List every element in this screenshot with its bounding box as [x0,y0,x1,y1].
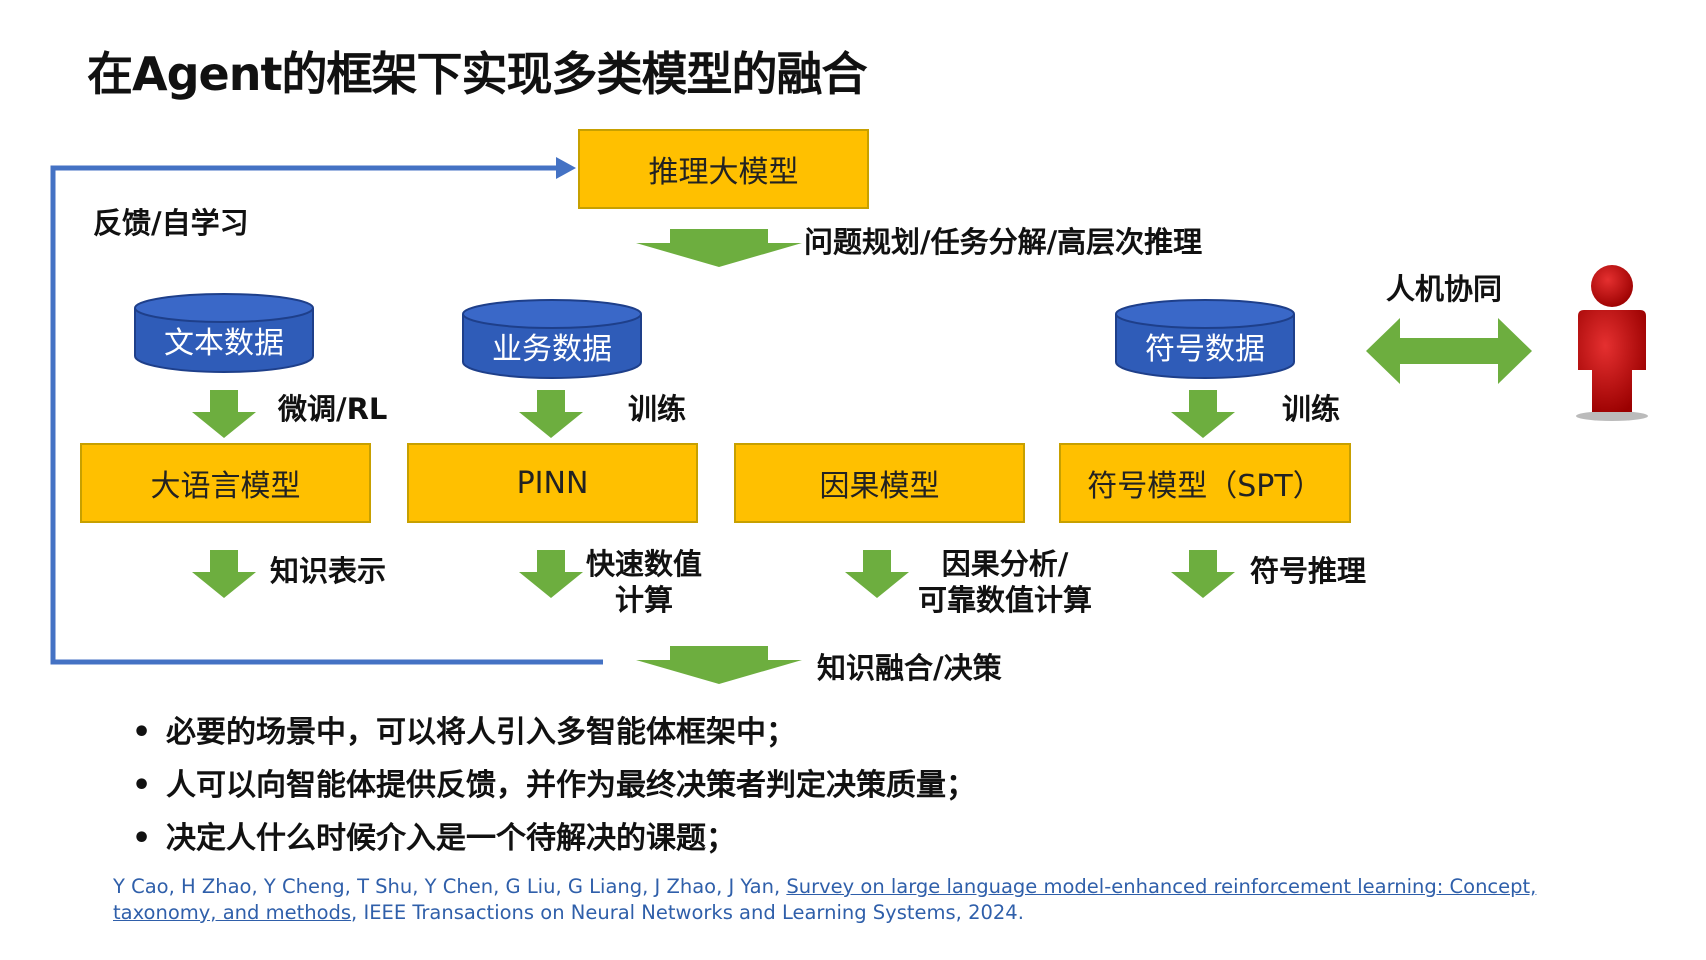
down-arrow-icon [845,550,909,598]
down-arrow-icon [519,390,583,438]
down-arrow-icon [192,390,256,438]
bullet-text: 人可以向智能体提供反馈，并作为最终决策者判定决策质量； [166,768,976,803]
llm-box: 大语言模型 [80,443,371,523]
slide-title: 在Agent的框架下实现多类模型的融合 [87,47,867,101]
database-text-data: 文本数据 [133,292,315,374]
bullet-list: •必要的场景中，可以将人引入多智能体框架中； •人可以向智能体提供反馈，并作为最… [132,706,976,865]
double-arrow-icon [1366,318,1532,384]
database-label: 业务数据 [492,332,612,367]
symbolic-model-box: 符号模型（SPT） [1059,443,1351,523]
output-label: 快速数值 计算 [586,547,703,617]
top-arrow-label: 问题规划/任务分解/高层次推理 [804,225,1203,259]
database-business-data: 业务数据 [461,298,643,380]
finetune-label: 微调/RL [278,392,388,426]
database-icon [1115,299,1295,379]
down-arrow-icon [636,646,802,684]
person-icon [1576,265,1648,421]
pinn-box: PINN [407,443,698,523]
bullet-text: 决定人什么时候介入是一个待解决的课题； [166,821,736,856]
feedback-label: 反馈/自学习 [93,206,249,240]
down-arrow-icon [192,550,256,598]
database-icon [462,299,642,379]
reasoning-llm-box: 推理大模型 [578,129,869,209]
train-label: 训练 [628,392,687,426]
train-label: 训练 [1282,392,1341,426]
down-arrow-icon [1171,550,1235,598]
bullet-item: •人可以向智能体提供反馈，并作为最终决策者判定决策质量； [132,768,976,803]
database-label: 文本数据 [164,326,284,361]
reference-authors: Y Cao, H Zhao, Y Cheng, T Shu, Y Chen, G… [113,875,787,898]
reference-citation: Y Cao, H Zhao, Y Cheng, T Shu, Y Chen, G… [113,874,1633,926]
down-arrow-icon [519,550,583,598]
output-label: 符号推理 [1250,554,1367,588]
down-arrow-icon [636,229,802,267]
output-label: 因果分析/ 可靠数值计算 [918,547,1093,617]
database-icon [134,293,314,373]
down-arrow-icon [1171,390,1235,438]
human-collab-label: 人机协同 [1386,272,1503,306]
output-label: 知识表示 [270,554,387,588]
fusion-decision-label: 知识融合/决策 [817,651,1002,685]
database-label: 符号数据 [1145,332,1265,367]
bullet-item: •决定人什么时候介入是一个待解决的课题； [132,821,736,856]
bullet-text: 必要的场景中，可以将人引入多智能体框架中； [166,715,796,750]
reference-venue: , IEEE Transactions on Neural Networks a… [351,901,1024,924]
bullet-item: •必要的场景中，可以将人引入多智能体框架中； [132,715,796,750]
causal-model-box: 因果模型 [734,443,1025,523]
database-symbol-data: 符号数据 [1114,298,1296,380]
reference-paper-link[interactable]: Survey on large language model-enhanced … [113,875,1537,924]
